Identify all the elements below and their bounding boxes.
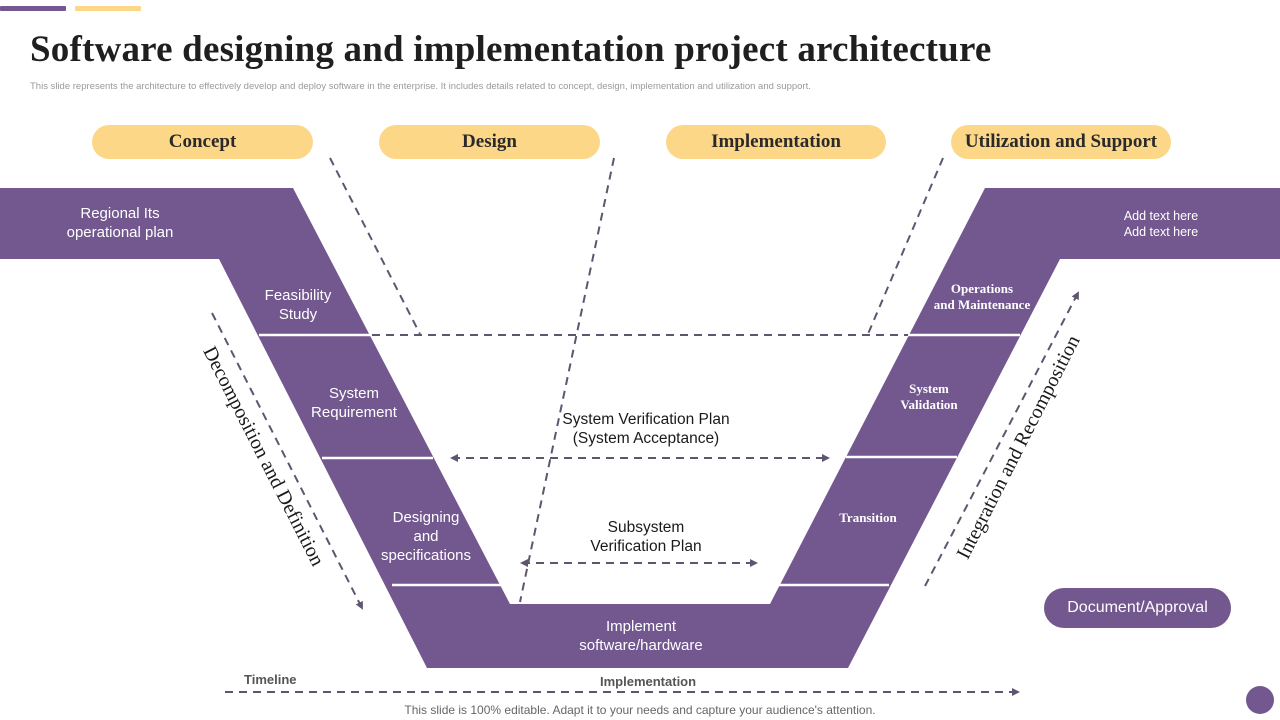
page-subtitle: This slide represents the architecture t… — [30, 81, 811, 92]
subsystem-verification-line1: Subsystem — [607, 519, 685, 536]
stage-system-requirement-line1: System — [328, 385, 380, 402]
timeline-implementation-label: Implementation — [600, 674, 697, 689]
phase-utilization-support: Utilization and Support — [951, 125, 1171, 159]
v-shape — [0, 188, 1280, 668]
left-top-band-line2: operational plan — [66, 224, 174, 241]
right-top-band-line1: Add text here — [1123, 209, 1199, 223]
stage-system-requirement: System Requirement — [311, 384, 397, 422]
stage-operations-maintenance: Operations and Maintenance — [934, 281, 1030, 313]
phase-divider-design-impl — [519, 157, 615, 603]
right-top-band-label: Add text here Add text here — [1124, 208, 1198, 240]
stage-feasibility-study: Feasibility Study — [265, 286, 332, 324]
stage-operations-line1: Operations — [950, 281, 1014, 296]
document-approval-label: Document/Approval — [1067, 599, 1208, 616]
system-verification-plan-label: System Verification Plan (System Accepta… — [562, 410, 729, 448]
subsystem-verification-plan-label: Subsystem Verification Plan — [590, 518, 701, 556]
accent-bar-purple — [0, 6, 66, 11]
stage-designing-line3: specifications — [380, 547, 472, 564]
implement-line1: Implement — [605, 618, 677, 635]
footer-note: This slide is 100% editable. Adapt it to… — [404, 703, 876, 717]
phase-divider-impl-util — [867, 157, 944, 335]
right-top-band-line2: Add text here — [1123, 225, 1199, 239]
stage-system-validation-line1: System — [909, 381, 949, 396]
stage-transition-line1: Transition — [839, 510, 897, 525]
stage-implement-software-hardware: Implement software/hardware — [579, 617, 702, 655]
phase-concept-label: Concept — [168, 131, 237, 152]
phase-divider-concept-design — [329, 157, 421, 335]
stage-feasibility-line2: Study — [278, 306, 318, 323]
left-top-band-line1: Regional Its — [80, 205, 160, 222]
phase-implementation-label: Implementation — [711, 131, 841, 152]
stage-system-requirement-line2: Requirement — [311, 404, 397, 421]
timeline-label: Timeline — [244, 672, 297, 687]
implement-line2: software/hardware — [579, 637, 703, 654]
document-approval-button[interactable]: Document/Approval — [1044, 588, 1231, 628]
page-indicator-dot — [1246, 686, 1274, 714]
phase-utilization-support-label: Utilization and Support — [964, 131, 1158, 152]
phase-concept: Concept — [92, 125, 313, 159]
phase-design-label: Design — [462, 131, 517, 152]
stage-designing-line1: Designing — [392, 509, 460, 526]
stage-system-validation: System Validation — [900, 381, 957, 413]
stage-designing-specifications: Designing and specifications — [381, 508, 471, 565]
stage-transition: Transition — [839, 510, 897, 526]
system-verification-line1: System Verification Plan — [562, 411, 730, 428]
phase-design: Design — [379, 125, 600, 159]
stage-system-validation-line2: Validation — [900, 397, 958, 412]
stage-operations-line2: and Maintenance — [933, 297, 1031, 312]
phase-implementation: Implementation — [666, 125, 886, 159]
stage-feasibility-line1: Feasibility — [264, 287, 332, 304]
system-verification-line2: (System Acceptance) — [572, 430, 720, 447]
page-title: Software designing and implementation pr… — [30, 29, 992, 70]
left-top-band-label: Regional Its operational plan — [67, 204, 174, 242]
subsystem-verification-line2: Verification Plan — [590, 538, 702, 555]
stage-designing-line2: and — [413, 528, 439, 545]
accent-bar-yellow — [75, 6, 141, 11]
